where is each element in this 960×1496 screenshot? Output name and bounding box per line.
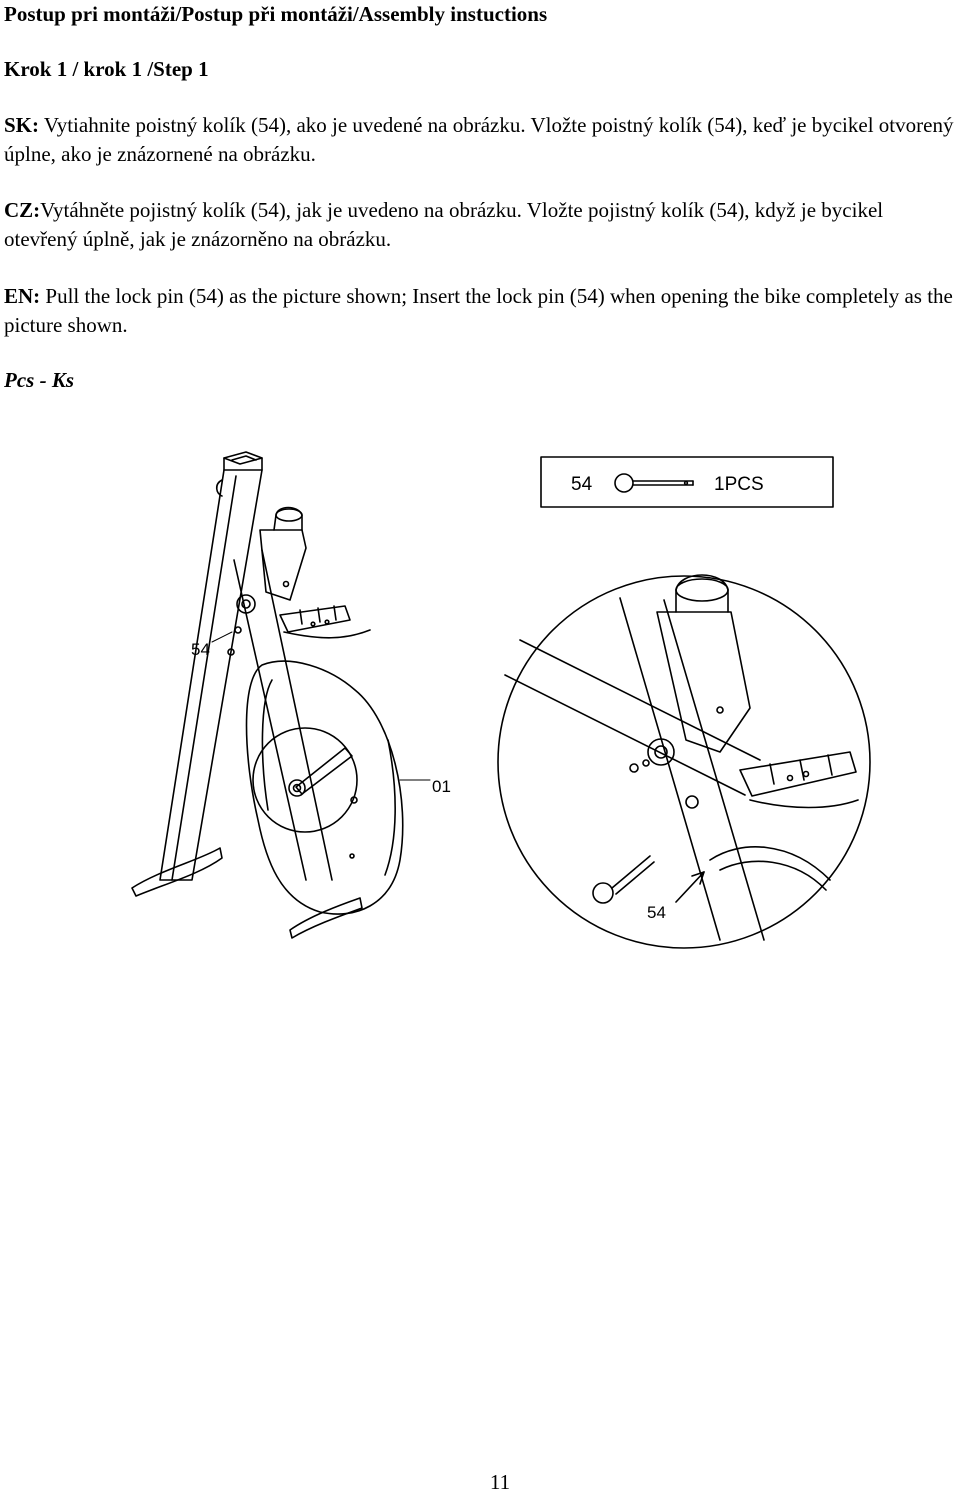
bike-frame-illustration: 54 01 (131, 451, 451, 939)
pcs-heading: Pcs - Ks (4, 368, 74, 392)
label-pin-main: 54 (191, 640, 210, 659)
detail-view: 54 (497, 574, 871, 949)
instruction-en-text: Pull the lock pin (54) as the picture sh… (4, 284, 953, 337)
instruction-en: EN: Pull the lock pin (54) as the pictur… (4, 282, 956, 340)
step-heading: Krok 1 / krok 1 /Step 1 (4, 57, 209, 81)
parts-box: 54 1PCS (540, 456, 834, 508)
parts-box-part-number: 54 (571, 474, 593, 495)
instruction-en-label: EN: (4, 284, 41, 308)
instruction-sk-text: Vytiahnite poistný kolík (54), ako je uv… (4, 113, 954, 166)
label-frame: 01 (432, 777, 451, 796)
instruction-sk-label: SK: (4, 113, 40, 137)
lock-pin-icon (614, 473, 694, 493)
instruction-cz-text: Vytáhněte pojistný kolík (54), jak je uv… (4, 198, 884, 251)
page-number: 11 (489, 1470, 511, 1494)
instruction-sk: SK: Vytiahnite poistný kolík (54), ako j… (4, 111, 956, 169)
label-pin-detail: 54 (647, 903, 666, 922)
page-title: Postup pri montáži/Postup při montáži/As… (4, 2, 548, 26)
parts-box-quantity: 1PCS (714, 474, 764, 495)
instruction-cz-label: CZ: (4, 198, 41, 222)
instruction-cz: CZ:Vytáhněte pojistný kolík (54), jak je… (4, 196, 956, 254)
